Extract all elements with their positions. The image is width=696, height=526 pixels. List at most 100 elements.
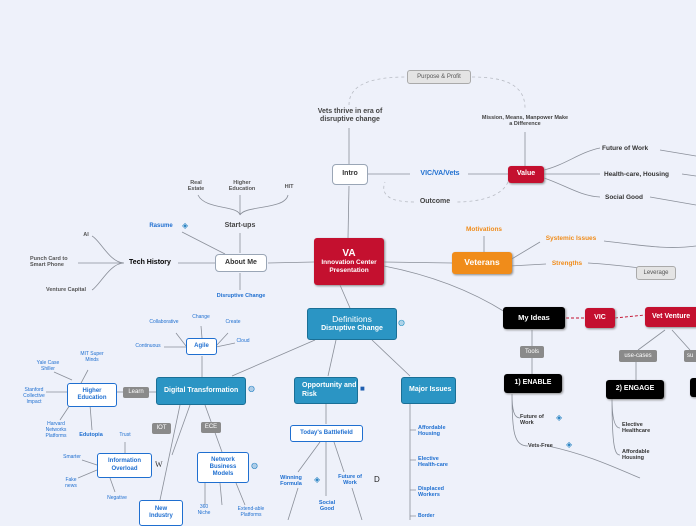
he-mit[interactable]: MIT Super Minds xyxy=(80,351,104,363)
engage-affordable-housing[interactable]: Affordable Housing xyxy=(622,449,650,462)
he-edutopia[interactable]: Edutopia xyxy=(79,432,103,438)
he-yale[interactable]: Yale Case Shiller xyxy=(36,360,60,372)
social-good-topic-opp[interactable]: Social Good xyxy=(318,500,336,513)
leverage-label[interactable]: Leverage xyxy=(636,266,676,280)
mission-topic[interactable]: Mission, Means, Manpower Make a Differen… xyxy=(481,115,569,128)
higher-education-topic[interactable]: Higher Education xyxy=(67,383,117,407)
nbm-extendable-platforms[interactable]: Extend-able Platforms xyxy=(237,506,265,518)
value-topic[interactable]: Value xyxy=(508,166,544,183)
tech-ai[interactable]: AI xyxy=(83,232,89,238)
next-step-topic[interactable] xyxy=(690,378,696,397)
io-fake-news[interactable]: Fake news xyxy=(65,477,77,489)
network-business-models-topic[interactable]: Network Business Models xyxy=(197,452,249,483)
startups-topic[interactable]: Start-ups xyxy=(224,222,256,229)
connector-definitions xyxy=(339,284,351,309)
future-of-work-topic[interactable]: Future of Work xyxy=(602,145,649,152)
about-me-topic[interactable]: About Me xyxy=(215,254,267,272)
io-negative[interactable]: Negative xyxy=(107,495,127,501)
connector-veterans-items xyxy=(483,236,547,267)
enable-topic[interactable]: 1) ENABLE xyxy=(504,374,562,393)
disruptive-change-topic[interactable]: Disruptive Change xyxy=(216,293,266,299)
tech-punch-card[interactable]: Punch Card to Smart Phone xyxy=(30,256,68,269)
connector-tech-items xyxy=(78,235,125,291)
startup-higher-education[interactable]: Higher Education xyxy=(228,180,256,193)
relation-purpose-right xyxy=(471,76,526,109)
todays-battlefield-topic[interactable]: Today's Battlefield xyxy=(290,425,363,442)
social-good-topic[interactable]: Social Good xyxy=(605,194,643,201)
strengths-topic[interactable]: Strengths xyxy=(551,260,583,267)
connector-rasume xyxy=(181,231,226,255)
agile-change[interactable]: Change xyxy=(192,314,210,320)
map-marker-icon: ◈ xyxy=(314,475,321,484)
io-trust[interactable]: Trust xyxy=(119,432,131,438)
map-marker-icon: ◈ xyxy=(182,221,189,230)
io-smarter[interactable]: Smarter xyxy=(63,454,81,460)
relation-purpose-left xyxy=(348,76,408,106)
major-displaced-workers[interactable]: Displaced Workers xyxy=(418,486,444,499)
enable-future-of-work[interactable]: Future of Work xyxy=(520,414,544,427)
major-issues-topic[interactable]: Major Issues xyxy=(401,377,456,404)
enable-vets-free[interactable]: Vets-Free xyxy=(528,443,553,449)
connector-he-items xyxy=(46,369,93,431)
opportunity-risk-topic[interactable]: Opportunity and Risk xyxy=(294,377,358,404)
vic-va-vets-topic[interactable]: VIC/VA/Vets xyxy=(420,170,460,177)
outcome-topic[interactable]: Outcome xyxy=(419,198,451,205)
major-border[interactable]: Border xyxy=(418,513,435,519)
major-affordable-housing[interactable]: Affordable Housing xyxy=(418,425,446,438)
learn-label[interactable]: Learn xyxy=(123,387,149,398)
rasume-topic[interactable]: Rasume xyxy=(149,223,173,229)
definitions-title: Definitions xyxy=(332,314,372,325)
purpose-profit-label[interactable]: Purpose & Profit xyxy=(407,70,471,84)
map-marker-icon: ◈ xyxy=(566,440,573,449)
connector-info xyxy=(171,404,191,456)
iot-label[interactable]: IOT xyxy=(152,423,171,434)
globe-icon: ◍ xyxy=(398,318,405,327)
connector-startup-items xyxy=(197,194,289,216)
he-stanford[interactable]: Stanford Collective Impact xyxy=(23,387,45,405)
agile-create[interactable]: Create xyxy=(225,319,241,325)
he-harvard[interactable]: Harvard Networks Platforms xyxy=(45,421,67,439)
definitions-topic[interactable]: Definitions Disruptive Change xyxy=(307,308,397,340)
use-cases-label[interactable]: use-cases xyxy=(619,350,657,362)
square-icon: ■ xyxy=(360,384,365,393)
vet-venture-topic[interactable]: Vet Venture xyxy=(645,307,696,327)
connector-major-items xyxy=(410,429,416,517)
vic-topic[interactable]: VIC xyxy=(585,308,615,328)
agile-collaborative[interactable]: Collaborative xyxy=(149,319,179,325)
veterans-topic[interactable]: Veterans xyxy=(452,252,512,274)
central-topic[interactable]: VA Innovation Center Presentation xyxy=(314,238,384,285)
tech-venture-capital[interactable]: Venture Capital xyxy=(45,287,87,293)
intro-topic[interactable]: Intro xyxy=(332,164,368,185)
motivations-topic[interactable]: Motivations xyxy=(465,226,503,233)
connector-vets-free-ext xyxy=(547,445,641,479)
startup-real-estate[interactable]: Real Estate xyxy=(187,180,205,193)
systemic-issues-topic[interactable]: Systemic Issues xyxy=(545,235,597,242)
major-elective-healthcare[interactable]: Elective Health-care xyxy=(418,456,448,469)
winning-formula-topic[interactable]: Winning Formula xyxy=(280,475,302,488)
connector-right-ext xyxy=(649,149,696,206)
connector-digital xyxy=(231,339,316,377)
central-topic-subtitle: Innovation Center Presentation xyxy=(321,259,377,275)
new-industry-topic[interactable]: New Industry xyxy=(139,500,183,526)
su-label[interactable]: su xyxy=(684,350,696,362)
future-of-work-topic-opp[interactable]: Future of Work xyxy=(338,474,362,487)
digital-transformation-topic[interactable]: Digital Transformation xyxy=(156,377,246,405)
startup-hit[interactable]: HIT xyxy=(284,184,294,190)
engage-elective-healthcare[interactable]: Elective Healthcare xyxy=(622,422,651,435)
tools-label[interactable]: Tools xyxy=(520,346,544,358)
ece-label[interactable]: ECE xyxy=(201,422,221,433)
information-overload-topic[interactable]: Information Overload xyxy=(97,453,152,478)
healthcare-housing-topic[interactable]: Health-care, Housing xyxy=(604,171,670,178)
nbm-360-niche[interactable]: 360 Niche xyxy=(197,504,211,516)
agile-topic[interactable]: Agile xyxy=(186,338,217,355)
connector-new-industry xyxy=(159,404,181,501)
agile-cloud[interactable]: Cloud xyxy=(236,338,250,344)
relation-outcome xyxy=(383,181,509,203)
engage-topic[interactable]: 2) ENGAGE xyxy=(606,380,664,399)
globe-icon: ◍ xyxy=(248,384,255,393)
my-ideas-topic[interactable]: My Ideas xyxy=(503,307,565,329)
vets-thrive-topic[interactable]: Vets thrive in era of disruptive change xyxy=(317,108,383,124)
agile-continuous[interactable]: Continuous xyxy=(135,343,161,349)
tech-history-topic[interactable]: Tech History xyxy=(129,259,171,266)
